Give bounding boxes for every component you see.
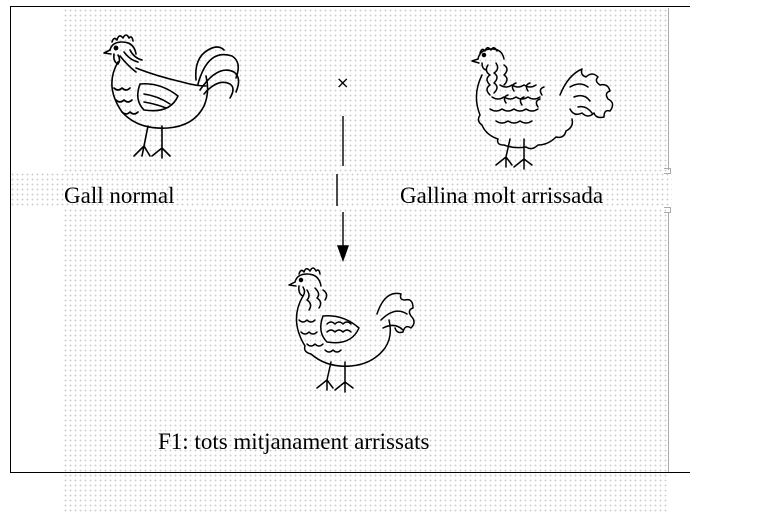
frame-tick-bottom	[664, 207, 671, 213]
frame-right-top	[668, 8, 669, 170]
hen-frizzled-icon	[470, 35, 620, 175]
cross-symbol: ×	[336, 75, 349, 91]
rooster-normal-icon	[100, 28, 245, 168]
parent-right-label: Gallina molt arrissada	[400, 184, 603, 207]
offspring-label: F1: tots mitjanament arrissats	[158, 430, 430, 453]
rooster-half-frizzled-icon	[285, 262, 425, 400]
arrow-down-icon	[333, 112, 349, 262]
frame-left	[10, 6, 11, 473]
frame-tick-top	[664, 168, 671, 174]
frame-top	[10, 6, 690, 7]
parent-left-label: Gall normal	[64, 184, 175, 207]
frame-bottom	[10, 472, 690, 473]
frame-right-bottom	[668, 212, 669, 472]
